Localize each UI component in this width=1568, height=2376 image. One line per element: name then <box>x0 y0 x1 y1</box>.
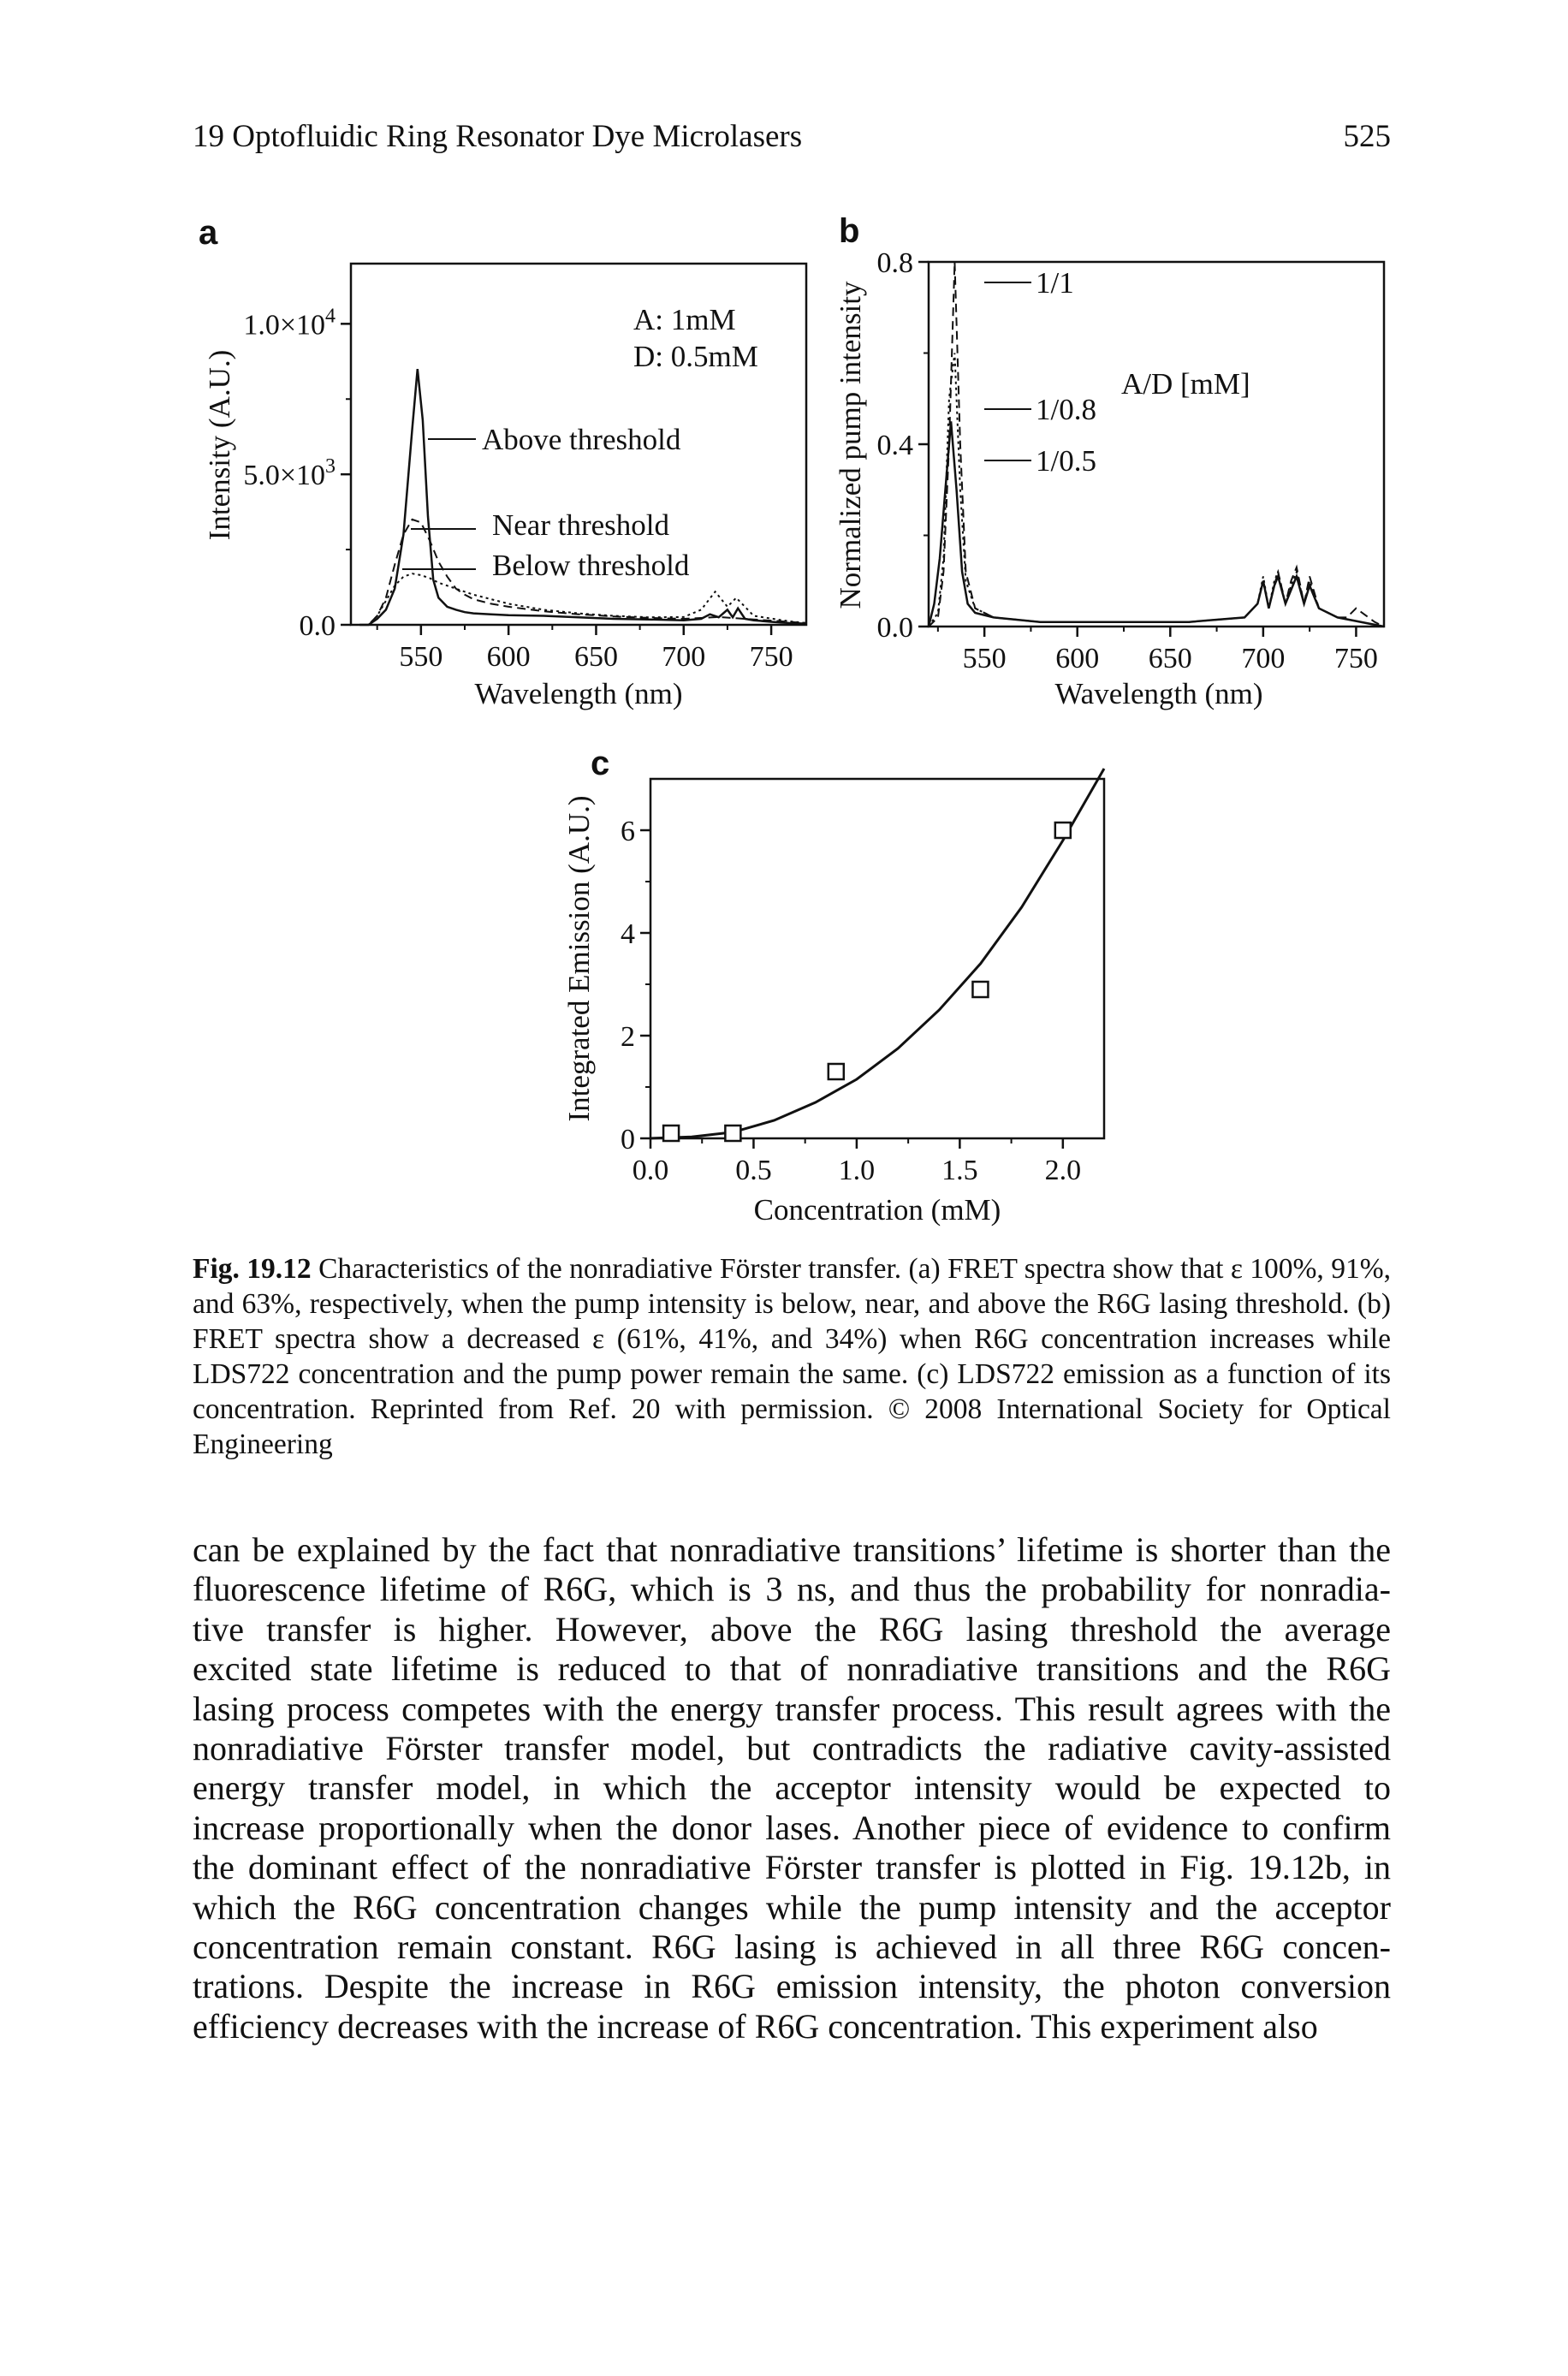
panel-b-yticks: 0.0 0.4 0.8 <box>877 247 929 644</box>
page-number: 525 <box>1343 119 1392 154</box>
body-line: energy transfer model, in which the acce… <box>193 1768 1391 1808</box>
body-line: excited state lifetime is reduced to tha… <box>193 1649 1391 1689</box>
panel-a-line-2 <box>359 518 807 626</box>
panel-a-label-below: Below threshold <box>492 549 690 582</box>
body-line: the dominant effect of the nonradiative … <box>193 1848 1391 1887</box>
panel-c-fit-curve <box>650 768 1106 1140</box>
panel-b-label-1: 1/1 <box>1036 266 1074 300</box>
panel-a-label-near: Near threshold <box>492 508 670 542</box>
x-tick-label: 0.5 <box>735 1155 772 1186</box>
panel-c-data-point <box>724 1124 742 1143</box>
x-tick-label: 700 <box>1241 643 1285 674</box>
panel-b: Normalized pump intensity Wavelength (nm… <box>834 247 1386 710</box>
panel-c-yticks: 0 2 4 6 <box>621 816 650 1155</box>
panel-b-ylabel: Normalized pump intensity <box>834 281 867 609</box>
y-tick-label: 5.0×103 <box>243 455 336 491</box>
panel-c-plot <box>650 768 1106 1143</box>
panel-a-xlabel: Wavelength (nm) <box>474 677 682 710</box>
panel-c-data-point <box>971 980 989 999</box>
body-line: nonradiative Förster transfer model, but… <box>193 1729 1391 1768</box>
panel-a-line-3 <box>359 573 807 626</box>
x-tick-label: 650 <box>574 641 618 673</box>
panel-b-letter: b <box>839 212 859 250</box>
body-line: concentration remain constant. R6G lasin… <box>193 1928 1391 1967</box>
panel-c-xticks: 0.0 0.5 1.0 1.5 2.0 <box>633 1138 1081 1186</box>
panel-a-label-above: Above threshold <box>482 423 681 456</box>
caption-label: Fig. 19.12 <box>193 1253 312 1285</box>
panel-c-letter: c <box>591 745 609 782</box>
body-line: efficiency decreases with the increase o… <box>193 2006 1318 2046</box>
running-head: 19 Optofluidic Ring Resonator Dye Microl… <box>193 119 803 154</box>
panel-a: Intensity (A.U.) Wavelength (nm) 0.0 5.0×… <box>203 262 808 710</box>
figure-caption: Fig. 19.12 Characteristics of the nonrad… <box>193 1251 1391 1462</box>
panel-a-frame <box>349 262 808 627</box>
body-line: which the R6G concentration changes whil… <box>193 1887 1391 1927</box>
y-tick-label: 0.8 <box>877 247 914 279</box>
panel-c-data-point <box>662 1124 680 1143</box>
body-line: trations. Despite the increase in R6G em… <box>193 1967 1391 2006</box>
caption-text: Characteristics of the nonradiative Förs… <box>193 1253 1391 1460</box>
panel-c-data-point <box>1054 821 1072 840</box>
panel-c: Integrated Emission (A.U.) Concentration… <box>562 768 1106 1227</box>
panel-a-series <box>359 368 807 627</box>
panel-c-frame <box>649 777 1106 1140</box>
y-tick-label: 4 <box>621 918 635 950</box>
body-paragraph: can be explained by the fact that nonrad… <box>193 1530 1391 2046</box>
x-tick-label: 550 <box>399 641 442 673</box>
x-tick-label: 700 <box>662 641 705 673</box>
y-tick-label: 1.0×104 <box>243 305 336 341</box>
panel-a-legend-acceptor: A: 1mM <box>633 303 736 336</box>
y-tick-exponent: 3 <box>325 455 336 478</box>
x-tick-label: 2.0 <box>1045 1155 1082 1186</box>
x-tick-label: 600 <box>487 641 531 673</box>
y-tick-label: 0.0 <box>300 610 336 642</box>
panel-b-frame <box>927 260 1386 628</box>
x-tick-label: 1.5 <box>941 1155 978 1186</box>
y-tick-exponent: 4 <box>325 305 336 327</box>
panel-b-line-3 <box>927 421 1385 628</box>
x-tick-label: 550 <box>963 643 1007 674</box>
panel-b-label-3: 1/0.5 <box>1036 444 1096 478</box>
x-tick-label: 650 <box>1149 643 1192 674</box>
panel-a-xticks: 550 600 650 700 750 <box>376 625 793 673</box>
panel-a-yticks: 0.0 5.0×103 1.0×104 <box>243 305 351 642</box>
x-tick-label: 1.0 <box>839 1155 876 1186</box>
panel-b-series <box>927 261 1385 628</box>
panel-c-ylabel: Integrated Emission (A.U.) <box>562 795 596 1121</box>
x-tick-label: 600 <box>1055 643 1099 674</box>
panel-b-label-2: 1/0.8 <box>1036 393 1096 426</box>
panel-a-legend-donor: D: 0.5mM <box>633 340 758 373</box>
x-tick-label: 750 <box>750 641 793 673</box>
y-tick-label: 2 <box>621 1021 635 1053</box>
panel-c-data-point <box>827 1062 846 1081</box>
body-line: fluorescence lifetime of R6G, which is 3… <box>193 1570 1391 1609</box>
body-line: lasing process competes with the energy … <box>193 1689 1391 1728</box>
panel-a-ylabel: Intensity (A.U.) <box>203 350 236 541</box>
body-line: can be explained by the fact that nonrad… <box>193 1530 1391 1569</box>
panel-b-legend-title: A/D [mM] <box>1121 367 1250 401</box>
panel-b-xticks: 550 600 650 700 750 <box>936 627 1378 674</box>
body-line: increase proportionally when the donor l… <box>193 1808 1391 1847</box>
x-tick-label: 0.0 <box>633 1155 669 1186</box>
panel-a-letter: a <box>199 214 218 252</box>
y-tick-label: 0.0 <box>877 612 914 644</box>
figure-19-12: a b c Intensity (A.U.) Wavelength (nm) 0… <box>199 212 1386 1227</box>
y-tick-label: 0 <box>621 1124 635 1155</box>
panel-b-line-1 <box>928 261 1385 627</box>
y-tick-label: 0.4 <box>877 430 914 461</box>
y-tick-label: 6 <box>621 816 635 847</box>
panel-c-xlabel: Concentration (mM) <box>754 1193 1001 1227</box>
x-tick-label: 750 <box>1334 643 1378 674</box>
panel-b-xlabel: Wavelength (nm) <box>1054 677 1262 710</box>
body-line: tive transfer is higher. However, above … <box>193 1609 1391 1648</box>
panel-a-line-1 <box>359 368 807 627</box>
